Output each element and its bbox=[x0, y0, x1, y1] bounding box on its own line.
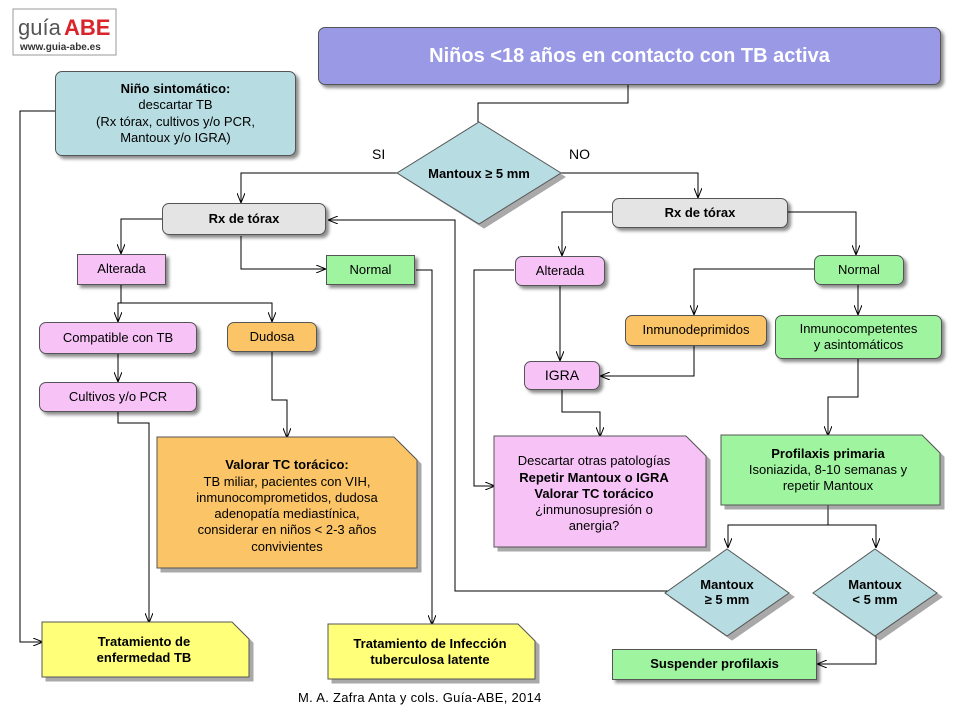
branch-no-label: NO bbox=[569, 146, 590, 162]
treat-disease-line1: Tratamiento de bbox=[97, 633, 191, 649]
ct-title: Valorar TC torácico: bbox=[225, 457, 349, 473]
immunocompetent-line1: Inmunocompetentes bbox=[799, 320, 918, 336]
treat-disease-line2: enfermedad TB bbox=[96, 650, 192, 665]
right-rx-text: Rx de tórax bbox=[664, 204, 736, 220]
igra-text: IGRA bbox=[544, 366, 580, 383]
mantoux-ge5-label: Mantoux ≥ 5 mm bbox=[680, 572, 774, 612]
stop-prophylaxis-box: Suspender profilaxis bbox=[612, 649, 817, 680]
ct-line4: considerar en niños < 2-3 años bbox=[197, 522, 377, 538]
discard-line2: Repetir Mantoux o IGRA bbox=[519, 469, 669, 485]
mantoux-ge5-line2: ≥ 5 mm bbox=[704, 592, 750, 607]
left-rx-box: Rx de tórax bbox=[162, 203, 326, 235]
left-altered-text: Alterada bbox=[97, 261, 146, 277]
logo-brand-a: guía bbox=[18, 15, 62, 40]
symptomatic-line3: Mantoux y/o IGRA) bbox=[120, 129, 231, 145]
mantoux-lt5-label: Mantoux < 5 mm bbox=[828, 572, 922, 612]
treat-latent-line1: Tratamiento de Infección bbox=[353, 635, 507, 651]
page-title: Niños <18 años en contacto con TB activa bbox=[318, 27, 941, 85]
treat-disease-shape bbox=[41, 621, 250, 678]
mantoux-ge5-line1: Mantoux bbox=[700, 577, 754, 592]
right-normal-box: Normal bbox=[814, 255, 904, 285]
branch-yes-label: SI bbox=[372, 146, 386, 162]
left-altered-box: Alterada bbox=[77, 254, 166, 285]
immunodeprived-box: Inmunodeprimidos bbox=[625, 315, 767, 346]
decision-diamond-mantoux bbox=[396, 121, 562, 225]
discard-line4: ¿inmunosupresión o bbox=[535, 502, 653, 518]
right-rx-box: Rx de tórax bbox=[612, 198, 788, 228]
right-normal-text: Normal bbox=[838, 261, 880, 277]
prophylaxis-line1: Isoniazida, 8-10 semanas y bbox=[748, 461, 908, 477]
discard-note: Descartar otras patologías Repetir Manto… bbox=[496, 444, 692, 544]
immunodeprived-text: Inmunodeprimidos bbox=[642, 322, 750, 338]
compatible-tb-text: Compatible con TB bbox=[62, 329, 174, 345]
ct-line5: convivientes bbox=[251, 538, 323, 554]
cultures-box: Cultivos y/o PCR bbox=[39, 382, 197, 412]
decision-mantoux-text: Mantoux ≥ 5 mm bbox=[428, 165, 530, 181]
mantoux-lt5-line1: Mantoux bbox=[848, 577, 902, 592]
decision-diamond-mantoux-ge5 bbox=[664, 548, 790, 637]
treat-latent-line2: tuberculosa latente bbox=[370, 652, 490, 667]
ct-note-shape bbox=[156, 436, 418, 569]
credit-text: M. A. Zafra Anta y cols. Guía-ABE, 2014 bbox=[298, 690, 542, 705]
ct-note: Valorar TC torácico: TB miliar, paciente… bbox=[160, 450, 414, 562]
page-title-text: Niños <18 años en contacto con TB activa bbox=[429, 44, 830, 67]
igra-box: IGRA bbox=[524, 361, 600, 390]
guia-abe-logo: guía ABE www.guia-abe.es bbox=[12, 8, 117, 56]
left-normal-box: Normal bbox=[326, 255, 415, 285]
doubtful-text: Dudosa bbox=[249, 328, 295, 344]
symptomatic-box: Niño sintomático: descartar TB (Rx tórax… bbox=[55, 71, 296, 156]
ct-line1: TB miliar, pacientes con VIH, bbox=[203, 473, 371, 489]
mantoux-lt5-line2: < 5 mm bbox=[852, 592, 898, 607]
logo-url: www.guia-abe.es bbox=[19, 42, 101, 53]
logo-brand-b: ABE bbox=[64, 15, 110, 40]
compatible-tb-box: Compatible con TB bbox=[39, 322, 197, 354]
doubtful-box: Dudosa bbox=[227, 322, 317, 352]
decision-diamond-mantoux-lt5 bbox=[812, 548, 938, 637]
left-rx-text: Rx de tórax bbox=[208, 210, 280, 226]
left-normal-text: Normal bbox=[349, 261, 392, 277]
right-altered-box: Alterada bbox=[515, 256, 605, 286]
ct-line2: inmunocomprometidos, dudosa bbox=[196, 489, 378, 505]
symptomatic-line1: descartar TB bbox=[138, 97, 213, 113]
ct-line3: adenopatía mediastínica, bbox=[214, 506, 360, 521]
treat-latent-note: Tratamiento de Infección tuberculosa lat… bbox=[330, 628, 530, 676]
prophylaxis-title: Profilaxis primaria bbox=[771, 445, 885, 461]
immunocompetent-box: Inmunocompetentes y asintomáticos bbox=[775, 315, 942, 359]
symptomatic-title: Niño sintomático: bbox=[120, 81, 231, 96]
immunocompetent-line2: y asintomáticos bbox=[813, 337, 904, 352]
stop-prophylaxis-text: Suspender profilaxis bbox=[650, 656, 779, 672]
discard-note-shape bbox=[493, 435, 707, 548]
right-altered-text: Alterada bbox=[535, 262, 585, 278]
prophylaxis-note: Profilaxis primaria Isoniazida, 8-10 sem… bbox=[723, 438, 933, 502]
discard-line3: Valorar TC torácico bbox=[534, 485, 654, 501]
prophylaxis-line2: repetir Mantoux bbox=[782, 478, 874, 494]
symptomatic-line2: (Rx tórax, cultivos y/o PCR, bbox=[96, 113, 255, 129]
prophylaxis-note-shape bbox=[720, 434, 941, 506]
treat-disease-note: Tratamiento de enfermedad TB bbox=[44, 626, 244, 674]
discard-line1: Descartar otras patologías bbox=[517, 453, 671, 469]
cultures-text: Cultivos y/o PCR bbox=[68, 388, 168, 404]
treat-latent-shape bbox=[327, 623, 536, 680]
discard-line5: anergia? bbox=[568, 518, 620, 534]
decision-mantoux-label: Mantoux ≥ 5 mm bbox=[400, 160, 558, 186]
